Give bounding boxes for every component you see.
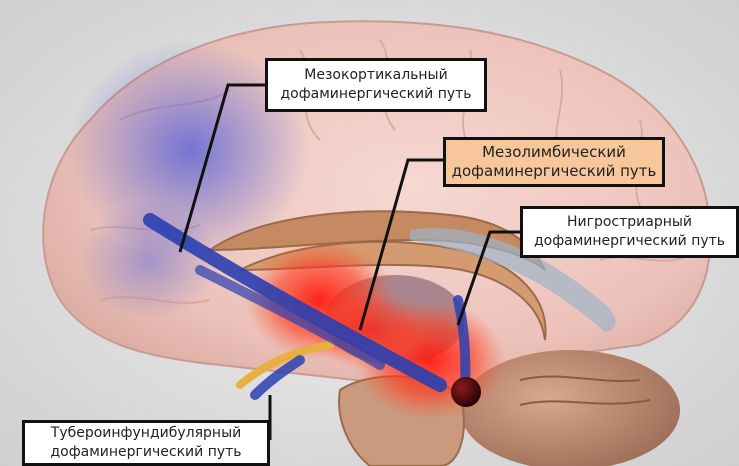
tuberoinfundibular-pathway-label: Тубероинфундибулярный дофаминергический …	[22, 420, 270, 466]
mesocortical-line1: Мезокортикальный	[304, 66, 447, 85]
mesolimbic-line1: Мезолимбический	[482, 143, 626, 162]
midbrain-nucleus	[451, 377, 481, 407]
mesocortical-pathway-label: Мезокортикальный дофаминергический путь	[265, 58, 487, 112]
mesolimbic-pathway-label: Мезолимбический дофаминергический путь	[443, 137, 665, 187]
mesolimbic-line2: дофаминергический путь	[452, 162, 657, 181]
nigrostriatal-line2: дофаминергический путь	[534, 232, 725, 251]
mesocortical-line2: дофаминергический путь	[280, 85, 471, 104]
nigrostriatal-pathway-label: Нигростриарный дофаминергический путь	[520, 206, 739, 258]
tuberoinfundibular-line1: Тубероинфундибулярный	[51, 424, 241, 443]
tuberoinfundibular-line2: дофаминергический путь	[50, 443, 241, 462]
nigrostriatal-line1: Нигростриарный	[567, 213, 692, 232]
